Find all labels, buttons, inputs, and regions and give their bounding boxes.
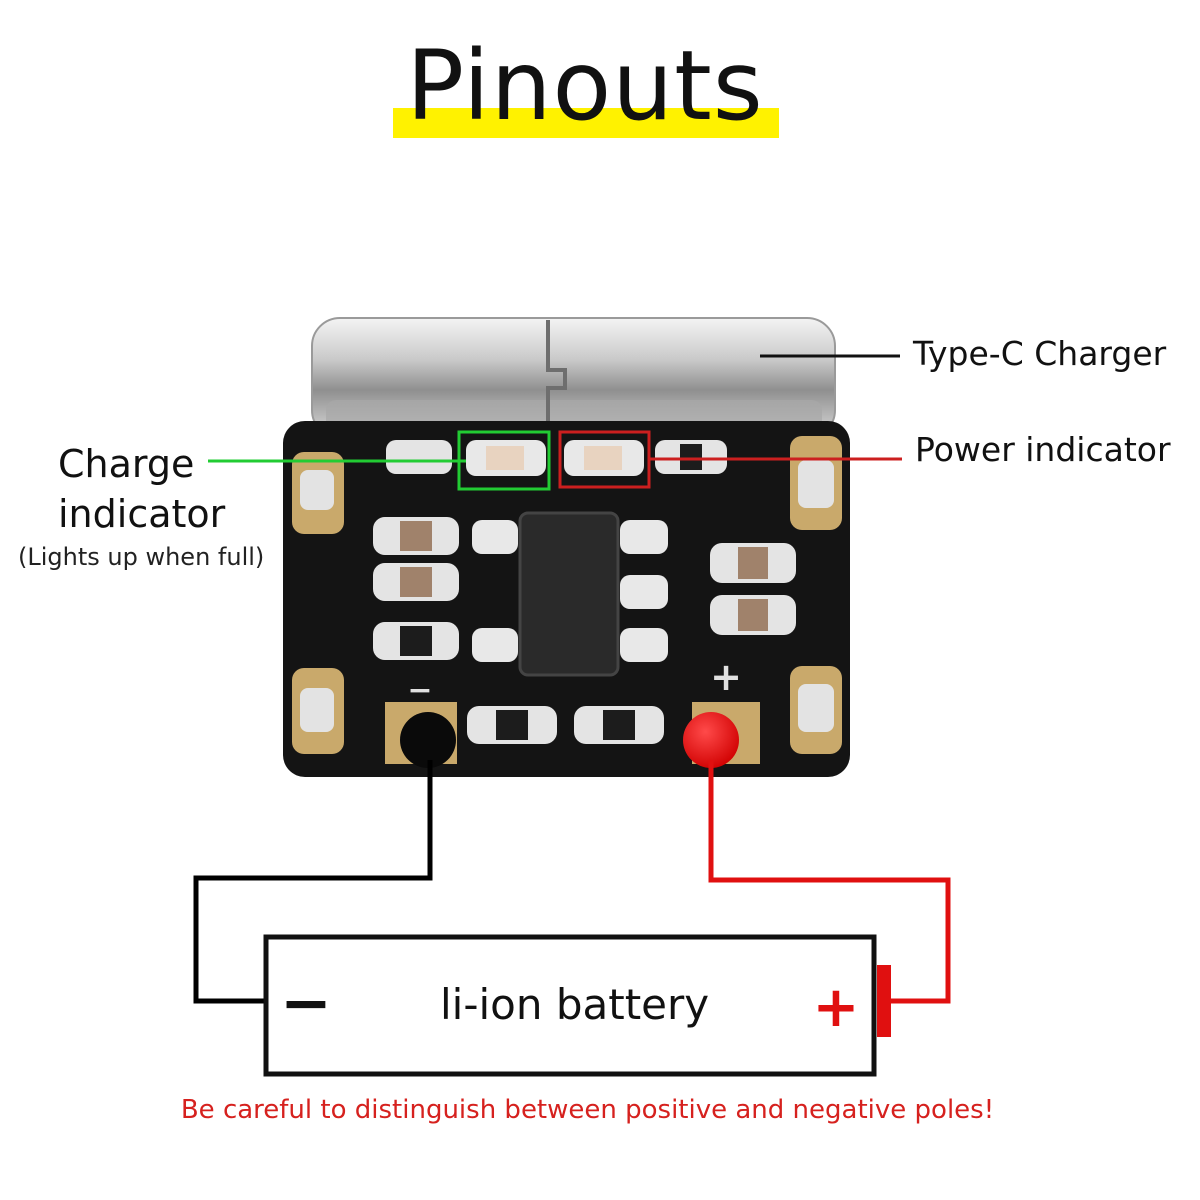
positive-solder-point <box>683 712 739 768</box>
smd-components <box>373 440 796 744</box>
board-negative-mark: − <box>407 673 432 708</box>
type-c-charger-label: Type-C Charger <box>913 334 1167 373</box>
ic-chip <box>518 511 620 677</box>
battery-positive-sign: + <box>813 975 860 1040</box>
charge-indicator-label-line1: Charge <box>58 442 195 486</box>
pcb-board <box>283 421 850 777</box>
page-title: Pinouts <box>406 30 764 142</box>
charge-indicator-label-line2: indicator <box>58 492 226 536</box>
negative-solder-point <box>400 712 456 768</box>
type-c-connector <box>311 317 836 439</box>
battery-label: li-ion battery <box>440 980 710 1029</box>
polarity-warning: Be careful to distinguish between positi… <box>180 1095 995 1125</box>
charge-indicator-note: (Lights up when full) <box>18 543 265 571</box>
battery-positive-terminal <box>877 965 891 1037</box>
power-indicator-label: Power indicator <box>915 430 1171 469</box>
title-highlight <box>393 108 779 138</box>
battery-body <box>263 934 877 1077</box>
positive-wire <box>708 760 951 1004</box>
battery-negative-sign: − <box>280 966 332 1039</box>
board-positive-mark: + <box>710 655 742 699</box>
negative-wire <box>193 760 433 1004</box>
